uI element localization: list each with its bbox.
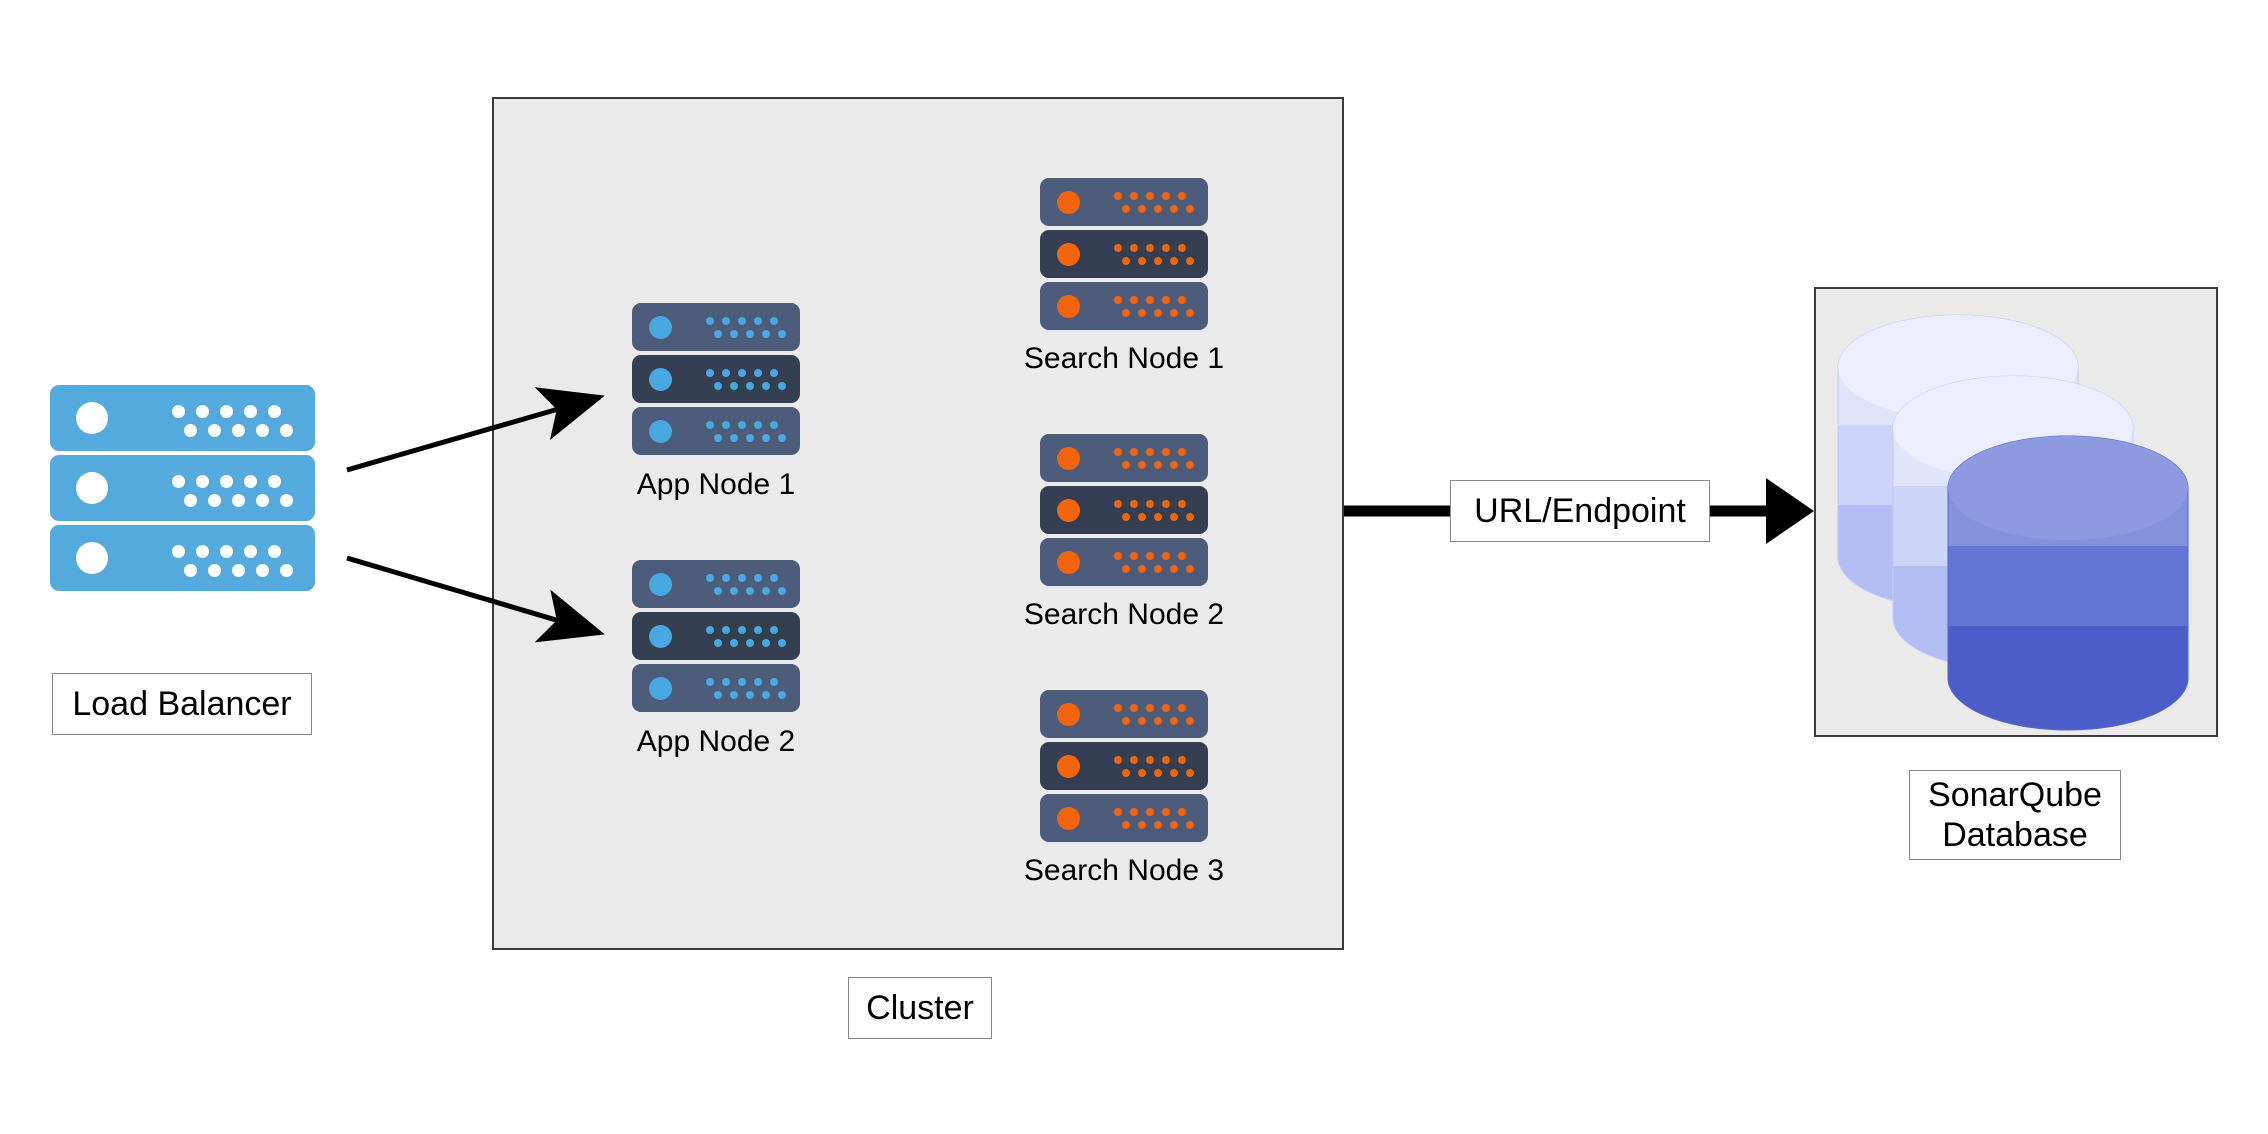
vent-grid-icon bbox=[172, 545, 293, 577]
status-led-icon bbox=[649, 316, 672, 339]
status-led-icon bbox=[649, 677, 672, 700]
status-led-icon bbox=[1057, 551, 1080, 574]
status-led-icon bbox=[649, 625, 672, 648]
load-balancer-unit bbox=[50, 455, 315, 521]
vent-grid-icon bbox=[1114, 552, 1194, 573]
database-cylinder-front-top bbox=[1948, 436, 2188, 540]
status-led-icon bbox=[1057, 447, 1080, 470]
app-node-unit bbox=[632, 560, 800, 608]
cluster-region[interactable] bbox=[492, 97, 1344, 950]
vent-grid-icon bbox=[172, 405, 293, 437]
status-led-icon bbox=[76, 402, 108, 434]
app-node-unit bbox=[632, 612, 800, 660]
app-node-unit bbox=[632, 407, 800, 455]
search-node-3-stack[interactable] bbox=[1040, 690, 1208, 842]
search-node-1-label: Search Node 1 bbox=[1023, 342, 1225, 375]
app-node-1-stack[interactable] bbox=[632, 303, 800, 455]
sonarqube-database-graphic[interactable] bbox=[1820, 290, 2212, 734]
arrow-url-label-to-database-head bbox=[1766, 478, 1814, 544]
app-node-2-label: App Node 2 bbox=[636, 725, 796, 758]
vent-grid-icon bbox=[1114, 704, 1194, 725]
app-node-unit bbox=[632, 664, 800, 712]
vent-grid-icon bbox=[706, 574, 786, 595]
vent-grid-icon bbox=[706, 369, 786, 390]
status-led-icon bbox=[1057, 191, 1080, 214]
vent-grid-icon bbox=[172, 475, 293, 507]
app-node-unit bbox=[632, 303, 800, 351]
status-led-icon bbox=[1057, 755, 1080, 778]
vent-grid-icon bbox=[1114, 244, 1194, 265]
search-node-2-label: Search Node 2 bbox=[1023, 598, 1225, 631]
status-led-icon bbox=[649, 573, 672, 596]
cluster-label[interactable]: Cluster bbox=[848, 977, 992, 1039]
sonarqube-database-label[interactable]: SonarQube Database bbox=[1909, 770, 2121, 860]
search-node-unit bbox=[1040, 486, 1208, 534]
status-led-icon bbox=[649, 420, 672, 443]
search-node-unit bbox=[1040, 282, 1208, 330]
search-node-1-stack[interactable] bbox=[1040, 178, 1208, 330]
app-node-1-label: App Node 1 bbox=[636, 468, 796, 501]
vent-grid-icon bbox=[1114, 192, 1194, 213]
search-node-unit bbox=[1040, 690, 1208, 738]
status-led-icon bbox=[76, 472, 108, 504]
url-endpoint-label[interactable]: URL/Endpoint bbox=[1450, 480, 1710, 542]
load-balancer-label[interactable]: Load Balancer bbox=[52, 673, 312, 735]
search-node-unit bbox=[1040, 434, 1208, 482]
search-node-3-label: Search Node 3 bbox=[1023, 854, 1225, 887]
database-cylinders-icon bbox=[1837, 314, 2189, 731]
status-led-icon bbox=[1057, 703, 1080, 726]
app-node-2-stack[interactable] bbox=[632, 560, 800, 712]
vent-grid-icon bbox=[1114, 808, 1194, 829]
search-node-unit bbox=[1040, 230, 1208, 278]
vent-grid-icon bbox=[1114, 296, 1194, 317]
vent-grid-icon bbox=[1114, 448, 1194, 469]
vent-grid-icon bbox=[706, 421, 786, 442]
vent-grid-icon bbox=[1114, 500, 1194, 521]
search-node-2-stack[interactable] bbox=[1040, 434, 1208, 586]
status-led-icon bbox=[76, 542, 108, 574]
vent-grid-icon bbox=[1114, 756, 1194, 777]
status-led-icon bbox=[1057, 243, 1080, 266]
load-balancer-unit bbox=[50, 525, 315, 591]
status-led-icon bbox=[649, 368, 672, 391]
status-led-icon bbox=[1057, 295, 1080, 318]
load-balancer-stack[interactable] bbox=[50, 385, 315, 591]
vent-grid-icon bbox=[706, 317, 786, 338]
search-node-unit bbox=[1040, 742, 1208, 790]
status-led-icon bbox=[1057, 807, 1080, 830]
search-node-unit bbox=[1040, 794, 1208, 842]
load-balancer-unit bbox=[50, 385, 315, 451]
vent-grid-icon bbox=[706, 678, 786, 699]
app-node-unit bbox=[632, 355, 800, 403]
search-node-unit bbox=[1040, 538, 1208, 586]
vent-grid-icon bbox=[706, 626, 786, 647]
search-node-unit bbox=[1040, 178, 1208, 226]
status-led-icon bbox=[1057, 499, 1080, 522]
